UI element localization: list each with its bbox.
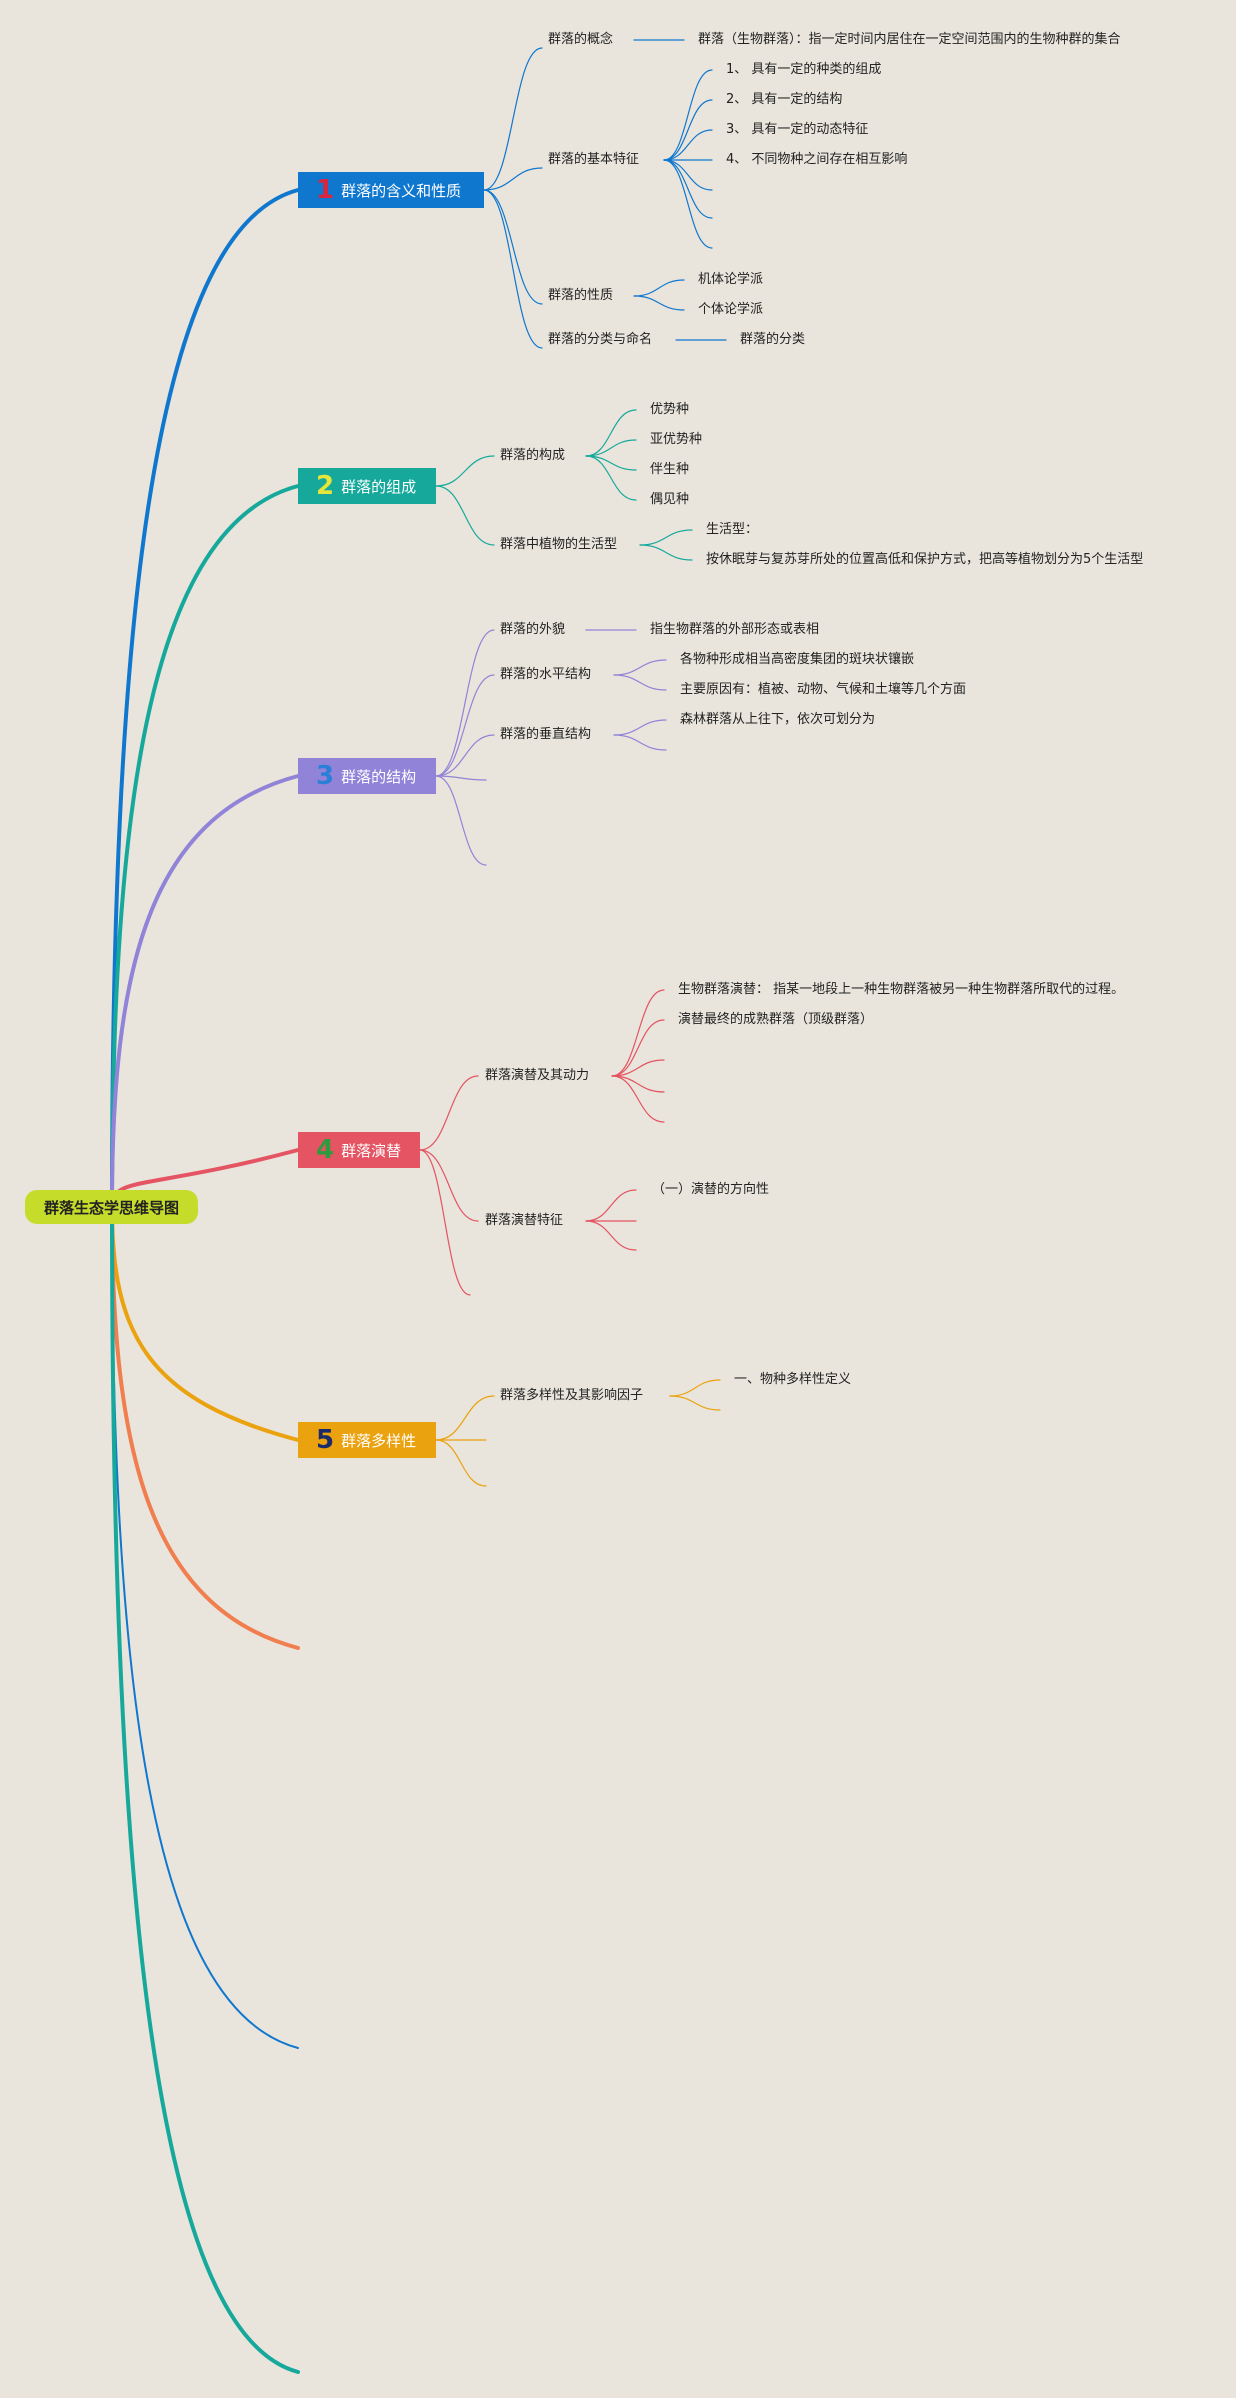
b1-child-3[interactable]: 群落的分类与命名 [548, 332, 653, 347]
connector-b1-child2 [483, 189, 543, 305]
connector-b2-child0 [435, 455, 495, 487]
branch-topic-5[interactable]: 5 群落多样性 [298, 1422, 436, 1458]
connector-b1-child3 [483, 189, 543, 349]
connector-b1-nature-0 [633, 279, 685, 297]
connector-b1-nature-1 [633, 295, 685, 311]
b2-child-0[interactable]: 群落的构成 [500, 448, 566, 463]
root-topic[interactable]: 群落生态学思维导图 [25, 1190, 198, 1224]
connector-b3-empty-1 [435, 775, 487, 866]
branch-label: 群落多样性 [341, 1431, 417, 1450]
connector-b4-feat-0 [585, 1189, 637, 1222]
b1-feature-1[interactable]: 2、 具有一定的结构 [726, 92, 843, 107]
connector-b5-div-0 [669, 1379, 721, 1397]
b3-look-detail[interactable]: 指生物群落的外部形态或表相 [650, 622, 820, 637]
b1-nature-1[interactable]: 个体论学派 [698, 302, 764, 317]
b1-feature-2[interactable]: 3、 具有一定的动态特征 [726, 122, 869, 137]
connector-b4-feat-empty-1 [585, 1220, 637, 1251]
connector-b1-feature-2 [663, 129, 713, 161]
connector-b1-child1 [483, 167, 543, 191]
connector-b1-feature-0 [663, 69, 713, 161]
connector-b3-child1 [435, 674, 495, 777]
connector-b1-empty-2 [663, 159, 713, 249]
b2-life-1[interactable]: 按休眠芽与复苏芽所处的位置高低和保护方式，把高等植物划分为5个生活型 [706, 552, 1144, 567]
b5-div-0[interactable]: 一、物种多样性定义 [734, 1372, 852, 1387]
connector-b2-child1 [435, 485, 495, 546]
connector-b3-child0 [435, 629, 495, 777]
b4-succ-1[interactable]: 演替最终的成熟群落（顶级群落） [678, 1012, 874, 1027]
connector-b3-hor-0 [613, 659, 667, 676]
connector-b4-succ-empty-0 [611, 1059, 665, 1077]
b2-child-1[interactable]: 群落中植物的生活型 [500, 537, 618, 552]
connector-b3-empty-0 [435, 775, 487, 781]
b2-comp-1[interactable]: 亚优势种 [650, 432, 703, 447]
b2-comp-3[interactable]: 偶见种 [650, 492, 690, 507]
connector-root-branch5 [110, 1205, 300, 1442]
connector-b2-life-0 [639, 529, 693, 546]
b2-comp-2[interactable]: 伴生种 [650, 462, 690, 477]
branch-number: 2 [316, 471, 335, 501]
b4-child-1[interactable]: 群落演替特征 [485, 1213, 564, 1228]
connector-b5-empty-1 [435, 1439, 487, 1487]
b5-child-0[interactable]: 群落多样性及其影响因子 [500, 1388, 644, 1403]
b2-life-0[interactable]: 生活型： [706, 522, 759, 537]
b1-child-1[interactable]: 群落的基本特征 [548, 152, 640, 167]
branch-number: 4 [316, 1135, 335, 1165]
connector-root-branch3 [110, 774, 300, 1209]
connector-b5-div-empty [669, 1395, 721, 1411]
connector-b4-succ-0 [611, 989, 665, 1077]
connector-b4-succ-empty-1 [611, 1075, 665, 1093]
connector-b4-succ-empty-2 [611, 1075, 665, 1123]
b1-child-0[interactable]: 群落的概念 [548, 32, 614, 47]
connector-b1-empty-0 [663, 159, 713, 191]
connector-b3-hor-1 [613, 674, 667, 691]
branch-label: 群落的结构 [341, 767, 417, 786]
b1-feature-3[interactable]: 4、 不同物种之间存在相互影响 [726, 152, 908, 167]
b1-child-2[interactable]: 群落的性质 [548, 288, 614, 303]
b3-hor-1[interactable]: 主要原因有：植被、动物、气候和土壤等几个方面 [680, 682, 967, 697]
connector-b5-child0 [435, 1395, 495, 1441]
connector-b2-life-1 [639, 544, 693, 561]
branch-number: 3 [316, 761, 335, 791]
b1-nature-0[interactable]: 机体论学派 [698, 272, 764, 287]
branch-topic-1[interactable]: 1 群落的含义和性质 [298, 172, 484, 208]
b3-hor-0[interactable]: 各物种形成相当高密度集团的斑块状镶嵌 [680, 652, 915, 667]
b1-class-detail[interactable]: 群落的分类 [740, 332, 806, 347]
connector-root-empty-orange [110, 1205, 300, 1650]
connector-root-branch2 [110, 484, 300, 1209]
b4-feat-0[interactable]: （一）演替的方向性 [652, 1182, 770, 1197]
b1-concept-detail[interactable]: 群落（生物群落）：指一定时间内居住在一定空间范围内的生物种群的集合 [698, 32, 1121, 47]
connector-b2-comp-3 [585, 455, 637, 501]
connector-b4-child0 [419, 1075, 479, 1151]
connector-b4-child1 [419, 1149, 479, 1222]
b3-child-1[interactable]: 群落的水平结构 [500, 667, 592, 682]
branch-label: 群落演替 [341, 1141, 402, 1160]
connector-b2-comp-0 [585, 409, 637, 457]
connector-b4-succ-1 [611, 1019, 665, 1077]
connector-b1-feature-1 [663, 99, 713, 161]
branch-label: 群落的含义和性质 [341, 181, 462, 200]
b3-child-2[interactable]: 群落的垂直结构 [500, 727, 592, 742]
b2-comp-0[interactable]: 优势种 [650, 402, 690, 417]
branch-number: 1 [316, 175, 335, 205]
connector-b3-child2 [435, 734, 495, 777]
b3-ver-detail[interactable]: 森林群落从上往下，依次可划分为 [680, 712, 876, 727]
connector-b3-ver-0 [613, 719, 667, 736]
connector-b3-ver-1 [613, 734, 667, 751]
branch-topic-4[interactable]: 4 群落演替 [298, 1132, 420, 1168]
connector-root-empty-teal [110, 1205, 300, 2374]
connector-b4-empty [419, 1149, 471, 1296]
branch-label: 群落的组成 [341, 477, 417, 496]
connector-b2-comp-1 [585, 439, 637, 457]
b3-child-0[interactable]: 群落的外貌 [500, 622, 566, 637]
connector-root-branch1 [110, 188, 300, 1209]
branch-topic-3[interactable]: 3 群落的结构 [298, 758, 436, 794]
b1-feature-0[interactable]: 1、 具有一定的种类的组成 [726, 62, 882, 77]
b4-child-0[interactable]: 群落演替及其动力 [485, 1068, 590, 1083]
connector-b1-empty-1 [663, 159, 713, 219]
branch-number: 5 [316, 1425, 335, 1455]
b4-succ-0[interactable]: 生物群落演替： 指某一地段上一种生物群落被另一种生物群落所取代的过程。 [678, 982, 1125, 997]
connector-b1-child0 [483, 47, 543, 191]
branch-topic-2[interactable]: 2 群落的组成 [298, 468, 436, 504]
